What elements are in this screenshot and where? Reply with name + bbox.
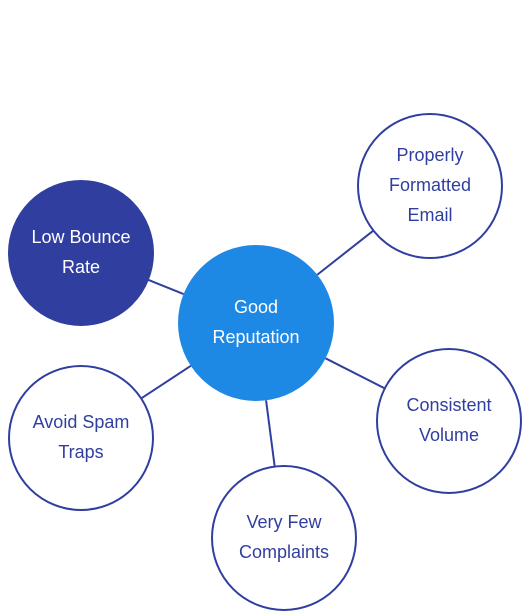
node-low-bounce-rate-label-line-2: Rate — [62, 257, 100, 277]
connector-avoid-spam-traps — [140, 365, 192, 400]
connectors — [140, 229, 386, 467]
node-very-few-complaints-label-line-2: Complaints — [239, 542, 329, 562]
connector-low-bounce-rate — [147, 278, 184, 295]
node-circle-very-few-complaints — [211, 465, 357, 611]
center-label-line-2: Reputation — [212, 327, 299, 347]
node-low-bounce-rate-label-line-1: Low Bounce — [31, 227, 130, 247]
connector-consistent-volume — [325, 357, 386, 390]
node-very-few-complaints-label-line-1: Very Few — [246, 512, 322, 532]
connector-very-few-complaints — [265, 400, 276, 467]
node-consistent-volume-label-line-1: Consistent — [406, 395, 491, 415]
node-properly-formatted-email-label-line-2: Formatted — [389, 175, 471, 195]
node-consistent-volume-label-line-2: Volume — [419, 425, 479, 445]
node-avoid-spam-traps-label-line-1: Avoid Spam — [33, 412, 130, 432]
connector-properly-formatted-email — [316, 229, 375, 276]
node-circle-avoid-spam-traps — [8, 365, 154, 511]
center-label-line-1: Good — [234, 297, 278, 317]
center-circle — [178, 245, 334, 401]
node-circle-properly-formatted-email — [357, 113, 503, 259]
node-properly-formatted-email-label-line-1: Properly — [396, 145, 463, 165]
node-properly-formatted-email-label-line-3: Email — [407, 205, 452, 225]
node-circle-consistent-volume — [376, 348, 522, 494]
node-circle-low-bounce-rate — [8, 180, 154, 326]
node-avoid-spam-traps-label-line-2: Traps — [58, 442, 103, 462]
